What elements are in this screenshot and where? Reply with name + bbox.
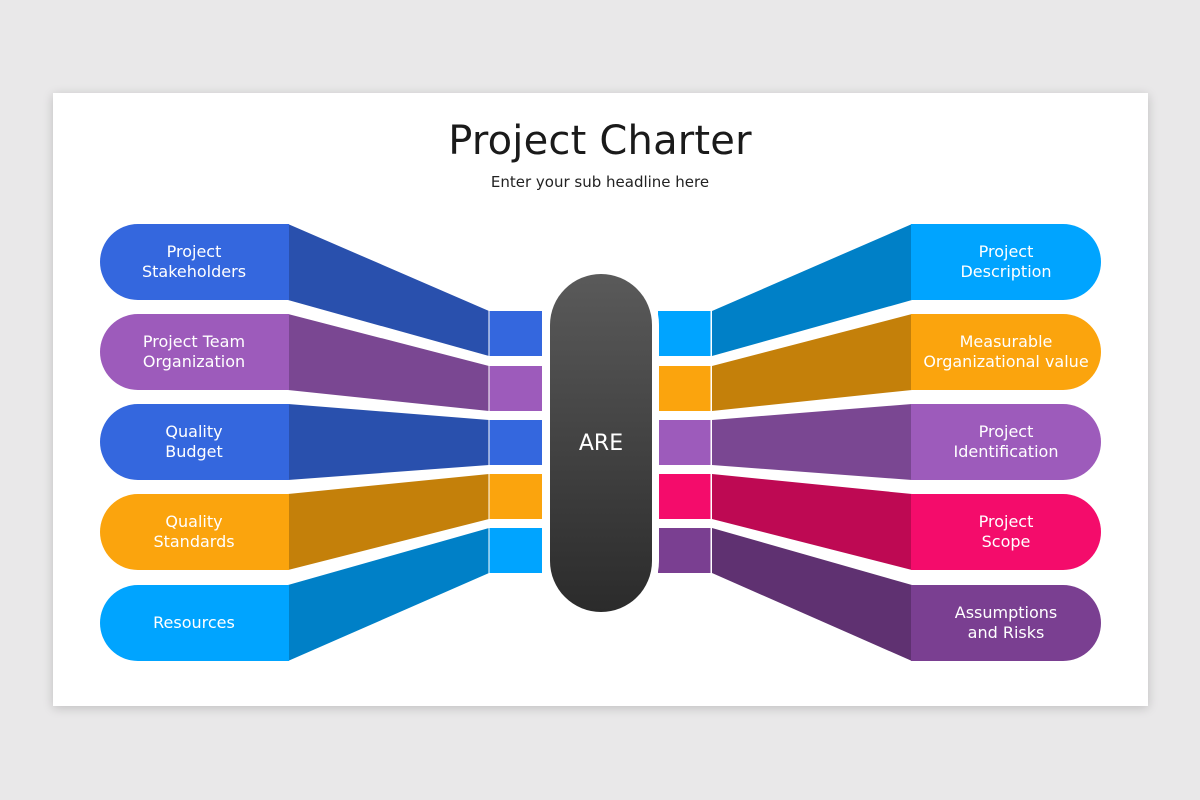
left-connector-band bbox=[288, 528, 489, 661]
right-item-label: Measurable Organizational value bbox=[923, 332, 1089, 371]
left-inner-block bbox=[489, 366, 542, 411]
left-inner-block bbox=[489, 474, 542, 519]
right-item-pill bbox=[911, 224, 1101, 300]
left-inner-block bbox=[489, 420, 542, 465]
left-item-label: Quality Budget bbox=[165, 422, 223, 461]
left-item-label: Project Stakeholders bbox=[141, 242, 247, 281]
right-inner-block bbox=[658, 420, 711, 465]
right-connector-band bbox=[712, 528, 912, 661]
left-connector-band bbox=[288, 474, 489, 570]
right-connector-band bbox=[712, 224, 912, 356]
left-item-pill bbox=[100, 585, 289, 661]
right-item-label: Project Description bbox=[960, 242, 1052, 281]
right-item-label: Assumptions and Risks bbox=[954, 603, 1058, 642]
left-connector-band bbox=[288, 404, 489, 480]
left-connector-band bbox=[288, 314, 489, 411]
right-connector-band bbox=[712, 404, 912, 480]
right-item-pill bbox=[911, 314, 1101, 390]
left-connector-band bbox=[288, 224, 489, 356]
page-title: Project Charter bbox=[448, 118, 752, 164]
left-item-pill bbox=[100, 224, 289, 300]
left-inner-block bbox=[489, 311, 542, 356]
right-inner-block bbox=[658, 474, 711, 519]
right-item-pill bbox=[911, 494, 1101, 570]
right-inner-block bbox=[658, 528, 711, 573]
right-inner-block bbox=[658, 311, 711, 356]
left-item-pill bbox=[100, 404, 289, 480]
page-subtitle: Enter your sub headline here bbox=[490, 173, 710, 191]
right-connector-band bbox=[712, 314, 912, 411]
left-item-label: Quality Standards bbox=[153, 512, 235, 551]
center-label: ARE bbox=[578, 430, 624, 456]
left-inner-block bbox=[489, 528, 542, 573]
right-inner-block bbox=[658, 366, 711, 411]
center-pill bbox=[550, 274, 652, 612]
right-item-label: Project Scope bbox=[978, 512, 1034, 551]
right-connector-band bbox=[712, 474, 912, 570]
right-item-pill bbox=[911, 404, 1101, 480]
left-item-label: Resources bbox=[153, 613, 235, 632]
left-item-pill bbox=[100, 314, 289, 390]
right-item-label: Project Identification bbox=[953, 422, 1059, 461]
left-item-label: Project Team Organization bbox=[142, 332, 246, 371]
left-item-pill bbox=[100, 494, 289, 570]
right-item-pill bbox=[911, 585, 1101, 661]
